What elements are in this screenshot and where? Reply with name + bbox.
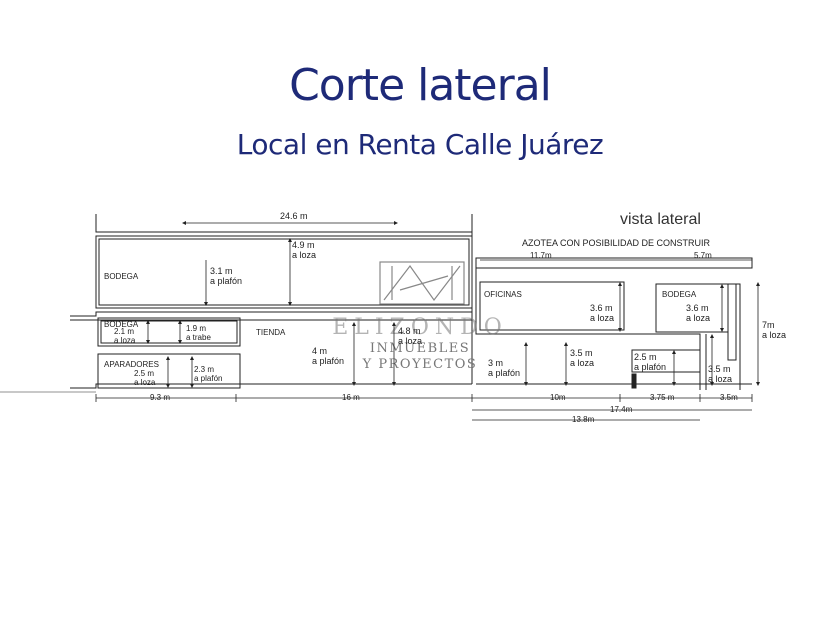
dim-23-a: 2.3 m: [194, 365, 214, 374]
dim-35a-a: 3.5 m: [570, 348, 593, 358]
dim-49-b: a loza: [292, 250, 316, 260]
room-bodega-top: BODEGA: [104, 272, 139, 281]
dim-35a-b: a loza: [570, 358, 594, 368]
dim-21-b: a loza: [114, 336, 136, 345]
dim-bottom-174: 17.4m: [610, 405, 633, 414]
room-oficinas: OFICINAS: [484, 290, 522, 299]
upper-bodega-inner: [98, 238, 470, 306]
dim-48-a: 4.8 m: [398, 326, 421, 336]
view-label: vista lateral: [620, 211, 701, 228]
dim-36a-a: 3.6 m: [590, 303, 613, 313]
dim-bottom-35: 3.5m: [720, 393, 738, 402]
watermark-line2: Y PROYECTOS: [362, 357, 478, 372]
dim-bottom-138: 13.8m: [572, 415, 595, 424]
dim-25-a: 2.5 m: [134, 369, 154, 378]
dim-35b-b: a loza: [708, 374, 732, 384]
watermark-brand: ELIZONDO: [332, 315, 508, 340]
dim-7-a: 7m: [762, 320, 775, 330]
dim-48-b: a loza: [398, 336, 422, 346]
upper-bodega-box: [95, 235, 473, 309]
dim-19-a: 1.9 m: [186, 324, 206, 333]
dim-31-a: 3.1 m: [210, 266, 233, 276]
dim-25-b: a loza: [134, 378, 156, 387]
dim-49-a: 4.9 m: [292, 240, 315, 250]
ground-line: [70, 383, 472, 389]
dim-bottom-93: 9.3 m: [150, 393, 170, 402]
watermark: ELIZONDO INMUEBLES Y PROYECTOS: [332, 261, 508, 372]
page-subtitle: Local en Renta Calle Juárez: [236, 128, 604, 161]
dim-bottom-375: 3.75 m: [650, 393, 675, 402]
room-bodega-small: BODEGA: [104, 320, 139, 329]
dim-3-a: 3 m: [488, 358, 503, 368]
room-aparadores: APARADORES: [104, 360, 159, 369]
dim-4-a: 4 m: [312, 346, 327, 356]
aparadores-box: [97, 353, 241, 389]
small-bodega-box: [97, 317, 241, 347]
dim-bottom-16: 16 m: [342, 393, 360, 402]
roof-note: AZOTEA CON POSIBILIDAD DE CONSTRUIR: [522, 238, 711, 248]
dim-31-b: a plafón: [210, 276, 242, 286]
structure-outline: [0, 214, 753, 393]
dim-36b-a: 3.6 m: [686, 303, 709, 313]
dim-23-b: a plafón: [194, 374, 222, 383]
dim-upper-right-a: 11.7m: [530, 251, 552, 260]
room-bodega-right: BODEGA: [662, 290, 697, 299]
dim-4-b: a plafón: [312, 356, 344, 366]
room-tienda: TIENDA: [256, 328, 286, 337]
dim-top-width: 24.6 m: [280, 211, 308, 221]
page-title: Corte lateral: [289, 60, 552, 111]
dim-25b-b: a plafón: [634, 362, 666, 372]
oficinas-box: [479, 281, 625, 331]
dim-35b-a: 3.5 m: [708, 364, 731, 374]
dim-3-b: a plafón: [488, 368, 520, 378]
dim-21-a: 2.1 m: [114, 327, 134, 336]
right-roof-slab: [475, 257, 753, 269]
dim-36b-b: a loza: [686, 313, 710, 323]
dim-36a-b: a loza: [590, 313, 614, 323]
dim-19-b: a trabe: [186, 333, 211, 342]
dim-upper-right-b: 5.7m: [694, 251, 712, 260]
dim-25b-a: 2.5 m: [634, 352, 657, 362]
dim-7-b: a loza: [762, 330, 786, 340]
watermark-logo-icon: [379, 261, 465, 305]
dim-bottom-10: 10m: [550, 393, 566, 402]
